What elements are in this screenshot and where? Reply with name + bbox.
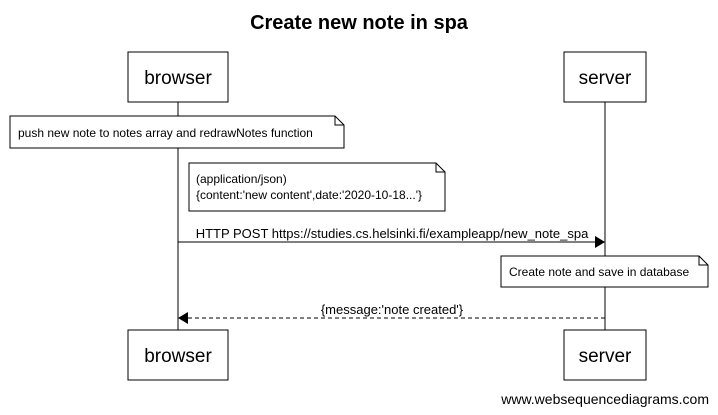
note-text: push new note to notes array and redrawN… — [18, 126, 313, 140]
participant-label: browser — [144, 68, 212, 89]
message-label: HTTP POST https://studies.cs.helsinki.fi… — [196, 226, 589, 241]
participant-label: server — [579, 346, 632, 367]
message-label: {message:'note created'} — [321, 302, 464, 317]
note-server-create: Create note and save in database — [500, 255, 709, 288]
note-text: Create note and save in database — [509, 265, 689, 279]
message-http-post: HTTP POST https://studies.cs.helsinki.fi… — [178, 226, 605, 248]
note-push-new-note: push new note to notes array and redrawN… — [9, 115, 345, 149]
participant-label: server — [579, 68, 632, 89]
footer-link[interactable]: www.websequencediagrams.com — [500, 391, 709, 407]
note-text-line2: {content:'new content',date:'2020-10-18.… — [196, 188, 422, 202]
participant-server-top: server — [563, 51, 647, 103]
note-text-line1: (application/json) — [196, 172, 287, 186]
diagram-title: Create new note in spa — [250, 12, 469, 34]
participant-server-bottom: server — [563, 329, 647, 381]
participant-browser-bottom: browser — [127, 329, 229, 381]
message-response: {message:'note created'} — [178, 302, 605, 324]
participant-label: browser — [144, 346, 212, 367]
participant-browser-top: browser — [127, 51, 229, 103]
note-json-payload: (application/json) {content:'new content… — [188, 162, 446, 212]
